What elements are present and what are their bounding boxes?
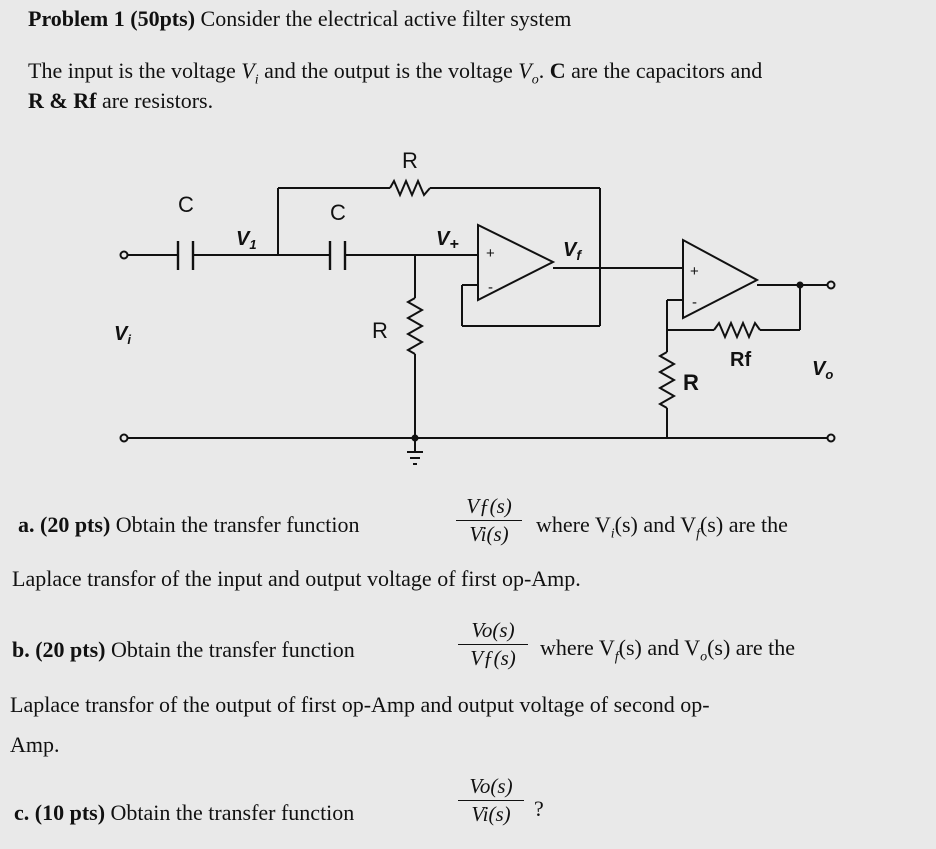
part-a-tail-sub1: i: [610, 526, 615, 542]
part-b-tail-sub2: o: [700, 649, 708, 665]
intro-c-bold: C: [549, 58, 566, 83]
problem-heading-bold: Problem 1 (50pts): [28, 6, 196, 31]
part-c-frac-num: Vo(s): [458, 774, 524, 801]
node-vplus-label: V+: [436, 228, 459, 253]
resistor-r-ground-label: R: [683, 370, 699, 395]
part-c-frac-den: Vi(s): [471, 802, 511, 826]
part-c-text: Obtain the transfer function: [105, 800, 355, 825]
part-a-line1-tail: where Vi(s) and Vf(s) are the: [536, 512, 788, 542]
intro-text-b: and the output is the voltage: [258, 58, 519, 83]
intro-vi-sub: i: [254, 72, 259, 88]
part-b-frac-den: Vƒ(s): [470, 646, 516, 670]
intro-vi: V: [241, 58, 255, 83]
problem-intro-line2: R & Rf are resistors.: [28, 88, 213, 114]
part-b-line2: Laplace transfor of the output of first …: [10, 692, 710, 717]
output-vo-label: Vo: [812, 358, 833, 382]
part-b-tail-sub1: f: [614, 649, 619, 665]
capacitor-c1-label: C: [178, 192, 194, 217]
part-c-question-mark: ?: [534, 796, 544, 821]
part-a-label: a. (20 pts): [18, 512, 111, 537]
resistor-r-top-label: R: [402, 148, 418, 173]
part-a-frac-num: Vƒ(s): [456, 494, 522, 521]
part-b-tail-a: where V: [540, 635, 615, 660]
problem-heading: Problem 1 (50pts) Consider the electrica…: [28, 6, 571, 32]
output-terminal-top: [826, 280, 836, 290]
part-b-line1-tail: where Vf(s) and Vo(s) are the: [540, 635, 795, 665]
opamp2-plus: +: [690, 263, 699, 280]
part-a-fraction: Vƒ(s) Vi(s): [456, 494, 522, 547]
resistor-rf-label: Rf: [730, 349, 751, 371]
intro-text-d: are the capacitors and: [565, 58, 763, 83]
opamp1-minus: -: [488, 279, 493, 296]
part-a-tail-a: where V: [536, 512, 611, 537]
part-c-label: c. (10 pts): [14, 800, 106, 825]
problem-intro-line1: The input is the voltage Vi and the outp…: [28, 58, 762, 88]
part-b-tail-c: (s) are the: [707, 635, 796, 660]
opamp1-plus: +: [486, 245, 495, 262]
intro2-bold: R & Rf: [28, 88, 97, 113]
opamp2-minus: -: [692, 294, 697, 311]
intro-vo: V: [518, 58, 532, 83]
part-b-label: b. (20 pts): [12, 637, 106, 662]
capacitor-c2-label: C: [330, 200, 346, 225]
part-b-frac-num: Vo(s): [458, 618, 528, 645]
resistor-r-shunt-label: R: [372, 318, 388, 343]
problem-heading-text: Consider the electrical active filter sy…: [195, 6, 572, 31]
intro2-text: are resistors.: [96, 88, 214, 113]
part-a-line2: Laplace transfor of the input and output…: [12, 566, 581, 591]
part-b-tail-b: (s) and V: [618, 635, 701, 660]
node-vf-label: Vf: [563, 239, 582, 263]
part-b-fraction: Vo(s) Vƒ(s): [458, 618, 528, 671]
input-vi-label: Vi: [114, 323, 131, 347]
part-a-frac-den: Vi(s): [469, 522, 509, 546]
part-a-text: Obtain the transfer function: [110, 512, 360, 537]
part-c-line1: c. (10 pts) Obtain the transfer function: [14, 800, 354, 826]
part-c-fraction: Vo(s) Vi(s): [458, 774, 524, 827]
part-b-text: Obtain the transfer function: [105, 637, 355, 662]
part-a-line1: a. (20 pts) Obtain the transfer function: [18, 512, 360, 538]
intro-vo-sub: o: [531, 72, 539, 88]
intro-text-a: The input is the voltage: [28, 58, 242, 83]
intro-text-c: .: [538, 58, 550, 83]
part-a-tail-sub2: f: [696, 526, 700, 542]
output-terminal-bottom: [826, 433, 836, 443]
node-v1-label: V1: [236, 228, 257, 252]
part-a-tail-b: (s) and V: [614, 512, 697, 537]
part-b-line3: Amp.: [10, 732, 60, 757]
input-terminal-bottom: [119, 433, 129, 443]
input-terminal-top: [119, 250, 129, 260]
part-b-line1: b. (20 pts) Obtain the transfer function: [12, 637, 355, 663]
part-a-tail-c: (s) are the: [699, 512, 788, 537]
